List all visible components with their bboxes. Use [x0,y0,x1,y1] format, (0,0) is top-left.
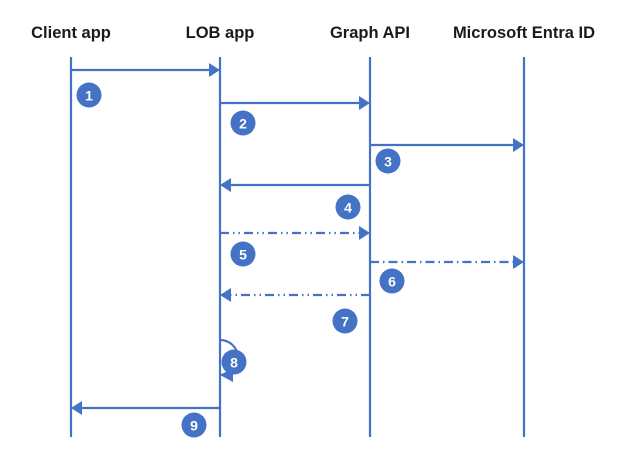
participant-label-client-app: Client app [31,24,111,42]
step-badge-number-3: 3 [384,154,392,170]
arrow-head-1 [209,63,220,77]
participant-labels-group: Client app LOB app Graph API Microsoft Entr… [31,24,595,42]
step-badge-5: 5 [230,241,256,267]
step-badge-circle-6 [379,268,405,294]
step-badge-circle-5 [230,241,256,267]
step-badge-number-7: 7 [341,314,349,330]
participant-label-lob-app: LOB app [186,24,255,42]
arrow-head-9 [71,401,82,415]
step-badge-number-8: 8 [230,355,238,371]
step-badge-number-9: 9 [190,418,198,434]
step-badge-circle-4 [335,194,361,220]
message-arrow-9 [71,401,220,415]
step-badge-circle-9 [181,412,207,438]
step-badge-8: 8 [221,349,247,375]
step-badge-number-6: 6 [388,274,396,290]
arrow-head-4 [220,178,231,192]
step-badge-circle-1 [76,82,102,108]
step-badge-7: 7 [332,308,358,334]
step-badge-circle-7 [332,308,358,334]
step-badge-circle-8 [221,349,247,375]
step-badge-number-1: 1 [85,88,93,104]
participant-label-entra-id: Microsoft Entra ID [453,24,595,42]
message-arrow-1 [71,63,220,77]
step-badge-number-4: 4 [344,200,352,216]
arrow-head-7 [220,288,231,302]
arrow-head-2 [359,96,370,110]
step-badge-1: 1 [76,82,102,108]
messages-group [71,63,524,415]
step-badge-circle-2 [230,110,256,136]
message-arrow-3 [370,138,524,152]
message-arrow-7 [220,288,370,302]
step-badges-group: 1 2 3 4 5 6 7 8 9 [76,82,405,438]
arrow-head-3 [513,138,524,152]
step-badge-3: 3 [375,148,401,174]
step-badge-circle-3 [375,148,401,174]
participant-label-graph-api: Graph API [330,24,410,42]
message-arrow-6 [370,255,524,269]
step-badge-number-5: 5 [239,247,247,263]
message-arrow-5 [220,226,370,240]
step-badge-number-2: 2 [239,116,247,132]
message-arrow-4 [220,178,370,192]
message-arrow-2 [220,96,370,110]
step-badge-6: 6 [379,268,405,294]
step-badge-4: 4 [335,194,361,220]
arrow-head-5 [359,226,370,240]
step-badge-9: 9 [181,412,207,438]
lifelines-group [69,57,526,437]
step-badge-2: 2 [230,110,256,136]
arrow-head-6 [513,255,524,269]
